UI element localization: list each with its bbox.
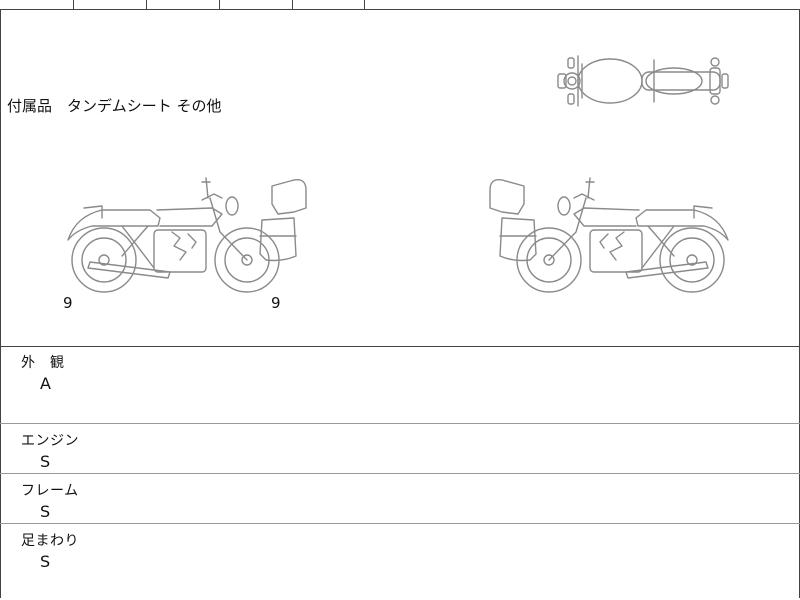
top-cell (220, 0, 293, 9)
bike-left-side-icon (67, 177, 307, 293)
inspection-grade: S (40, 452, 51, 471)
inspection-label: 外 観 (21, 355, 65, 371)
bike-top-view-icon (557, 55, 729, 107)
inspection-row-engine: エンジン S (0, 424, 800, 474)
inspection-row-exterior: 外 観 A (0, 346, 800, 424)
top-table-strip (0, 0, 800, 10)
inspection-grade: S (40, 552, 51, 571)
bike-right-side-icon (489, 177, 729, 293)
left-bike-mark-1: 9 (63, 294, 73, 312)
top-cell (0, 0, 74, 9)
inspection-label: エンジン (21, 433, 79, 449)
inspection-row-frame: フレーム S (0, 474, 800, 524)
diagram-section (0, 9, 800, 347)
top-cell (147, 0, 220, 9)
inspection-row-suspension: 足まわり S (0, 524, 800, 600)
left-bike-mark-2: 9 (271, 294, 281, 312)
accessories-label: 付属品 (7, 97, 53, 115)
inspection-label: 足まわり (21, 533, 79, 549)
accessories-value: タンデムシート その他 (67, 97, 222, 115)
top-cell (74, 0, 147, 9)
inspection-grade: S (40, 502, 51, 521)
inspection-label: フレーム (21, 483, 79, 499)
accessories-row: 付属品 タンデムシート その他 (7, 95, 222, 116)
top-cell (293, 0, 365, 9)
inspection-grade: A (40, 374, 51, 393)
